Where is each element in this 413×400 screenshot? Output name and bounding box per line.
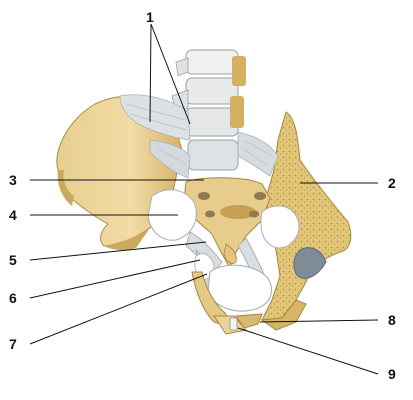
leader-9 (237, 327, 379, 375)
leader-lines (29, 23, 379, 375)
right-greater-sciatic-foramen (260, 205, 300, 249)
leader-1b (150, 23, 191, 125)
label-8: 8 (388, 312, 396, 328)
leader-7 (29, 273, 208, 345)
coccyx (223, 243, 237, 264)
labels: 1 2 3 4 5 6 7 8 9 (9, 9, 396, 382)
label-1: 1 (146, 9, 154, 25)
right-hip-bone-section (260, 111, 352, 331)
label-5: 5 (9, 252, 17, 268)
leader-8 (259, 319, 379, 323)
lumbar-spine (171, 49, 246, 171)
leader-5 (29, 241, 207, 261)
pubic-symphysis (229, 317, 238, 331)
leader-6 (29, 259, 201, 299)
label-2: 2 (388, 175, 396, 191)
label-3: 3 (9, 172, 17, 188)
pubic-arch (191, 271, 263, 335)
sacrum (183, 177, 271, 270)
label-9: 9 (388, 366, 396, 382)
label-7: 7 (9, 336, 17, 352)
iliolumbar-ligaments (119, 94, 279, 179)
label-4: 4 (9, 207, 17, 223)
pelvic-outlet (207, 264, 272, 312)
leader-1a (149, 23, 152, 123)
label-6: 6 (9, 290, 17, 306)
